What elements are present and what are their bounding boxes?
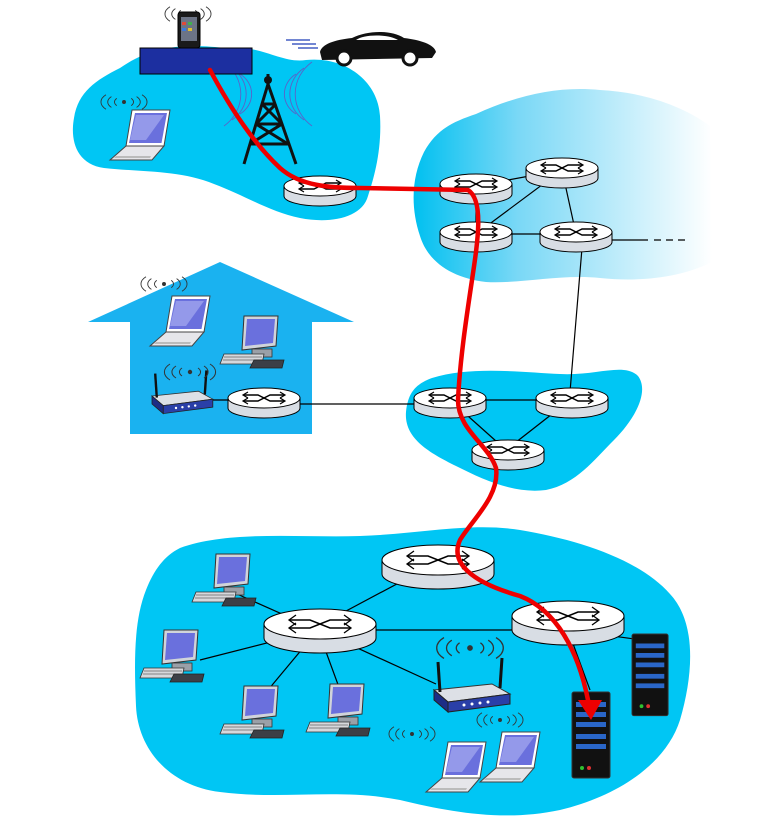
router-icon (283, 175, 357, 207)
router-icon (227, 387, 301, 419)
smartphone-icon (164, 6, 212, 49)
router-icon (535, 387, 609, 419)
path-arrowhead (578, 700, 602, 720)
institutional-network (135, 527, 691, 816)
router-icon (381, 544, 495, 590)
router-icon (525, 157, 599, 189)
link (569, 247, 583, 393)
router-icon (413, 387, 487, 419)
router-icon (539, 221, 613, 253)
server-icon (631, 633, 669, 717)
router-icon (263, 608, 377, 654)
car-icon (286, 32, 436, 67)
home-network (88, 262, 354, 434)
highlighted-path (207, 67, 593, 717)
base-station-icon (139, 47, 253, 75)
